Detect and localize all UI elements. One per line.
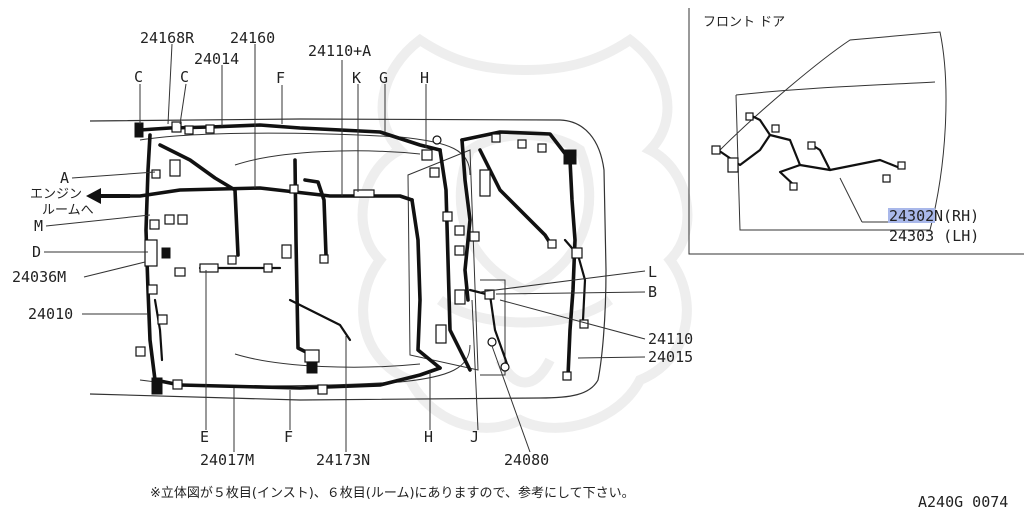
label-C-2: C <box>180 68 189 86</box>
label-J: J <box>470 428 479 446</box>
label-24168R: 24168R <box>140 29 195 47</box>
label-24017M: 24017M <box>200 451 254 469</box>
vehicle-body-outline <box>89 118 607 401</box>
label-24036M: 24036M <box>12 268 66 286</box>
label-M: M <box>34 217 43 235</box>
engine-room-arrow <box>86 188 130 204</box>
label-A: A <box>60 169 69 187</box>
engine-room-label-line1: エンジン <box>30 187 82 202</box>
label-E: E <box>200 428 209 446</box>
label-24160: 24160 <box>230 29 275 47</box>
figure-code: A240G 0074 <box>918 493 1008 511</box>
part-labels: 24168R 24160 24014 24110+A C C F K G H A… <box>12 29 693 469</box>
label-24010: 24010 <box>28 305 73 323</box>
label-24015: 24015 <box>648 348 693 366</box>
label-K: K <box>352 69 361 87</box>
label-C-1: C <box>134 68 143 86</box>
label-H-bottom: H <box>424 428 433 446</box>
label-F-top: F <box>276 69 285 87</box>
label-B: B <box>648 283 657 301</box>
part-highlight <box>888 208 935 223</box>
label-24080: 24080 <box>504 451 549 469</box>
leader-lines <box>44 43 646 453</box>
label-F-bottom: F <box>284 428 293 446</box>
label-L: L <box>648 263 657 281</box>
inset-title: フロント ドア <box>703 15 785 30</box>
label-24110: 24110 <box>648 330 693 348</box>
harness-lines <box>108 123 587 390</box>
label-24014: 24014 <box>194 50 239 68</box>
label-H-top: H <box>420 69 429 87</box>
inset-part-lh: 24303 (LH) <box>889 227 979 245</box>
label-24110A: 24110+A <box>308 42 371 60</box>
label-24173N: 24173N <box>316 451 370 469</box>
footnote: ※立体図が５枚目(インスト)、６枚目(ルーム)にありますので、参考にして下さい。 <box>150 485 635 501</box>
inset-part-rh-suffix: N(RH) <box>934 207 979 225</box>
front-door-inset: フロント ドア 24302 N(RH) 24303 (LH) <box>688 8 1024 255</box>
watermark-emblem <box>357 33 693 433</box>
connectors <box>134 121 589 395</box>
label-G: G <box>379 69 388 87</box>
label-D: D <box>32 243 41 261</box>
engine-room-label-line2: ルームへ <box>42 203 94 218</box>
inset-part-rh-number: 24302 <box>889 207 934 225</box>
